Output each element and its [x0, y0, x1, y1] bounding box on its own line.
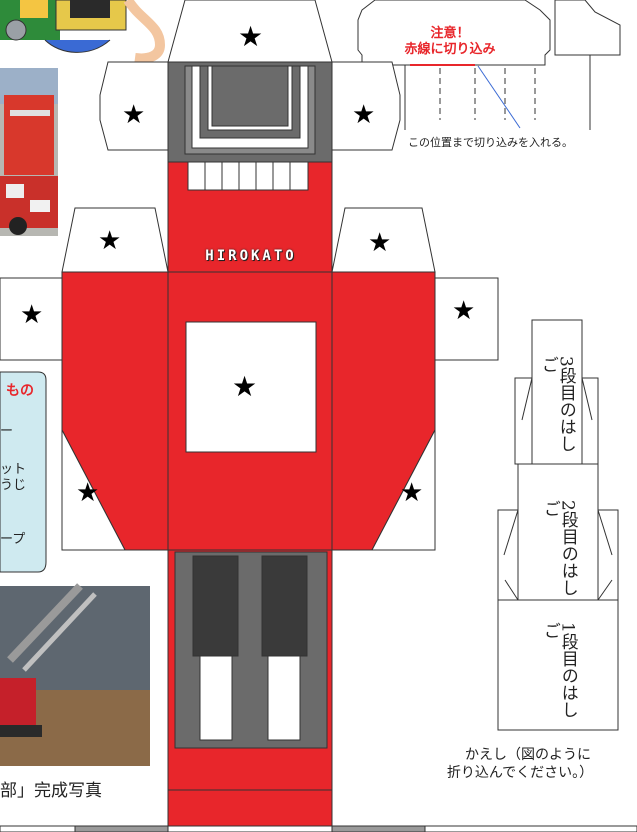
- bottom-strip: [0, 825, 637, 832]
- materials-item: ット: [0, 462, 27, 477]
- star-icon: ★: [122, 100, 146, 130]
- star-icon: ★: [368, 228, 392, 258]
- star-icon: ★: [232, 370, 258, 403]
- ladder-templates: [497, 319, 619, 731]
- truck-cab-top: [99, 0, 401, 273]
- warning-line: 赤線に切り込み: [404, 42, 496, 57]
- star-icon: ★: [400, 478, 424, 508]
- side-tabs-upper: [0, 207, 499, 361]
- materials-item: うじ: [0, 478, 27, 493]
- cut-instruction-diagram: [357, 0, 621, 130]
- materials-box: [0, 371, 47, 573]
- fold-note-line1: かえし（図のように: [465, 747, 591, 763]
- warning-title: 注意！: [430, 26, 470, 41]
- materials-title: もの: [6, 383, 34, 399]
- materials-item: ー: [0, 424, 14, 439]
- cartoon-firefighter-illustration: [0, 0, 166, 64]
- ladder-label-third: 3段目のはしご: [537, 356, 576, 452]
- star-icon: ★: [20, 300, 44, 330]
- completed-photo: [0, 583, 150, 766]
- cut-note: この位置まで切り込みを入れる。: [408, 136, 573, 149]
- star-icon: ★: [76, 478, 100, 508]
- fold-note-line2: 折り込んでください。）: [446, 765, 594, 781]
- ladder-label-second: 2段目のはしご: [539, 500, 578, 596]
- star-icon: ★: [352, 100, 376, 130]
- star-icon: ★: [238, 20, 264, 53]
- ladder-label-first: 1段目のはしご: [539, 622, 578, 718]
- star-icon: ★: [452, 296, 476, 326]
- materials-item: ープ: [0, 532, 26, 547]
- star-icon: ★: [98, 226, 122, 256]
- photo-caption: 部」完成写真: [0, 781, 102, 801]
- brand-logo-text: HIROKATO: [205, 248, 297, 264]
- fire-truck-photo: [0, 68, 58, 236]
- truck-lower-panel: [167, 549, 333, 832]
- truck-body-red: [61, 271, 436, 551]
